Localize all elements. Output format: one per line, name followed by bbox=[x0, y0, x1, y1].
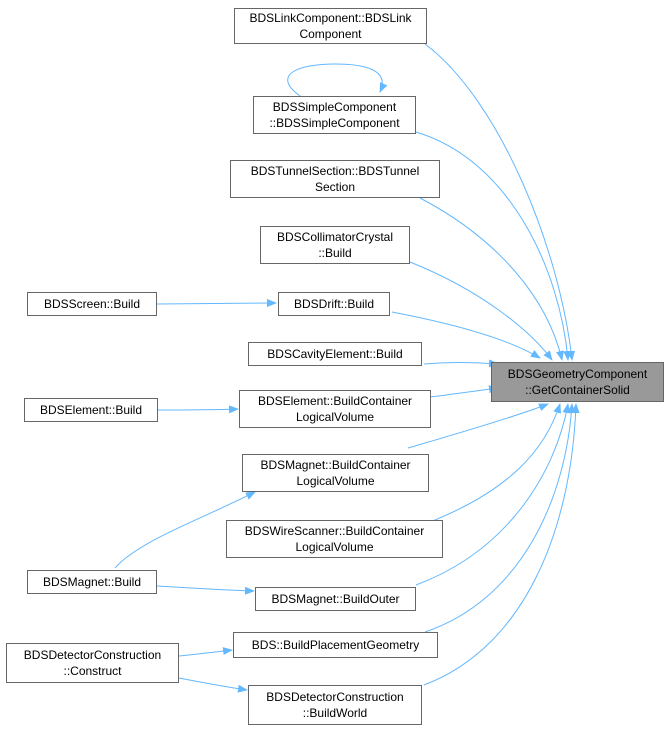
node-label-line: BDSMagnet::BuildOuter bbox=[271, 592, 400, 606]
node-label-line: BDSDetectorConstruction bbox=[266, 690, 404, 704]
node-collimator-crystal[interactable]: BDSCollimatorCrystal ::Build bbox=[260, 226, 410, 264]
edge-element-bclv-to-target bbox=[429, 385, 499, 398]
edge-cavity-to-target bbox=[423, 359, 499, 368]
node-label-line: ::BDSSimpleComponent bbox=[269, 116, 400, 130]
node-magnet-build-outer[interactable]: BDSMagnet::BuildOuter bbox=[255, 587, 416, 611]
node-label-line: Component bbox=[299, 27, 362, 41]
node-label-line: BDS::BuildPlacementGeometry bbox=[251, 638, 420, 652]
node-label-line: BDSLinkComponent::BDSLink bbox=[249, 11, 412, 25]
node-label-line: BDSDrift::Build bbox=[293, 297, 375, 311]
node-link-component[interactable]: BDSLinkComponent::BDSLink Component bbox=[234, 8, 427, 44]
edge-link-to-target bbox=[424, 43, 575, 361]
node-label-line: BDSSimpleComponent bbox=[272, 100, 397, 114]
node-magnet-build[interactable]: BDSMagnet::Build bbox=[27, 570, 157, 594]
edge-construct-to-buildworld bbox=[178, 677, 248, 693]
edge-collimator-to-target bbox=[409, 261, 553, 361]
node-simple-component[interactable]: BDSSimpleComponent ::BDSSimpleComponent bbox=[253, 96, 416, 134]
node-magnet-build-container-lv[interactable]: BDSMagnet::BuildContainer LogicalVolume bbox=[242, 454, 429, 492]
node-label-line: BDSScreen::Build bbox=[43, 297, 141, 311]
node-label-line: LogicalVolume bbox=[295, 410, 375, 424]
node-wire-scanner-build-container-lv[interactable]: BDSWireScanner::BuildContainer LogicalVo… bbox=[226, 520, 443, 558]
node-label-line: Section bbox=[314, 180, 356, 194]
node-label-line: ::Build bbox=[318, 246, 352, 260]
edge-screen-to-drift bbox=[156, 299, 277, 308]
edge-buildworld-to-target bbox=[423, 403, 580, 686]
edge-simple-self-loop bbox=[287, 63, 388, 97]
node-detector-construction-buildworld[interactable]: BDSDetectorConstruction ::BuildWorld bbox=[248, 685, 422, 725]
node-element-build[interactable]: BDSElement::Build bbox=[24, 398, 158, 422]
node-detector-construction-construct[interactable]: BDSDetectorConstruction ::Construct bbox=[6, 643, 179, 683]
node-label-line: BDSMagnet::Build bbox=[42, 575, 142, 589]
edge-magnet-build-to-magnet-bclv bbox=[114, 491, 256, 569]
node-build-placement-geometry[interactable]: BDS::BuildPlacementGeometry bbox=[233, 632, 438, 658]
edge-wire-to-target bbox=[429, 403, 562, 523]
edge-magnet-bclv-to-target bbox=[407, 403, 549, 449]
node-element-build-container-lv[interactable]: BDSElement::BuildContainer LogicalVolume bbox=[239, 390, 431, 428]
edge-construct-to-placement bbox=[178, 647, 233, 657]
node-label-line: BDSElement::Build bbox=[39, 403, 143, 417]
node-label-line: BDSMagnet::BuildContainer bbox=[260, 458, 411, 472]
edge-placement-to-target bbox=[424, 403, 576, 633]
edge-simple-to-target bbox=[415, 131, 572, 361]
node-label-line: LogicalVolume bbox=[295, 540, 374, 554]
edge-tunnel-to-target bbox=[419, 197, 564, 361]
node-label-line: BDSCollimatorCrystal bbox=[276, 230, 394, 244]
node-get-container-solid[interactable]: BDSGeometryComponent ::GetContainerSolid bbox=[491, 362, 664, 402]
edge-drift-to-target bbox=[391, 311, 541, 359]
edge-magnet-outer-to-target bbox=[415, 403, 571, 586]
node-screen-build[interactable]: BDSScreen::Build bbox=[27, 292, 157, 316]
edge-magnet-build-to-magnet-outer bbox=[156, 585, 255, 595]
node-cavity-element-build[interactable]: BDSCavityElement::Build bbox=[248, 342, 422, 366]
node-label-line: BDSWireScanner::BuildContainer bbox=[244, 524, 425, 538]
node-label-line: ::Construct bbox=[63, 664, 122, 678]
node-tunnel-section[interactable]: BDSTunnelSection::BDSTunnel Section bbox=[230, 160, 440, 198]
node-label-line: ::BuildWorld bbox=[302, 706, 368, 720]
node-label-line: BDSElement::BuildContainer bbox=[257, 394, 413, 408]
node-label-line: BDSDetectorConstruction bbox=[23, 648, 162, 662]
node-label-line: LogicalVolume bbox=[296, 474, 375, 488]
node-label-line: BDSCavityElement::Build bbox=[267, 347, 403, 361]
node-drift-build[interactable]: BDSDrift::Build bbox=[278, 292, 390, 316]
node-label-line: ::GetContainerSolid bbox=[525, 383, 630, 397]
node-label-line: BDSTunnelSection::BDSTunnel bbox=[250, 164, 420, 178]
edge-element-to-element-bclv bbox=[157, 405, 239, 414]
node-label-line: BDSGeometryComponent bbox=[507, 367, 648, 381]
